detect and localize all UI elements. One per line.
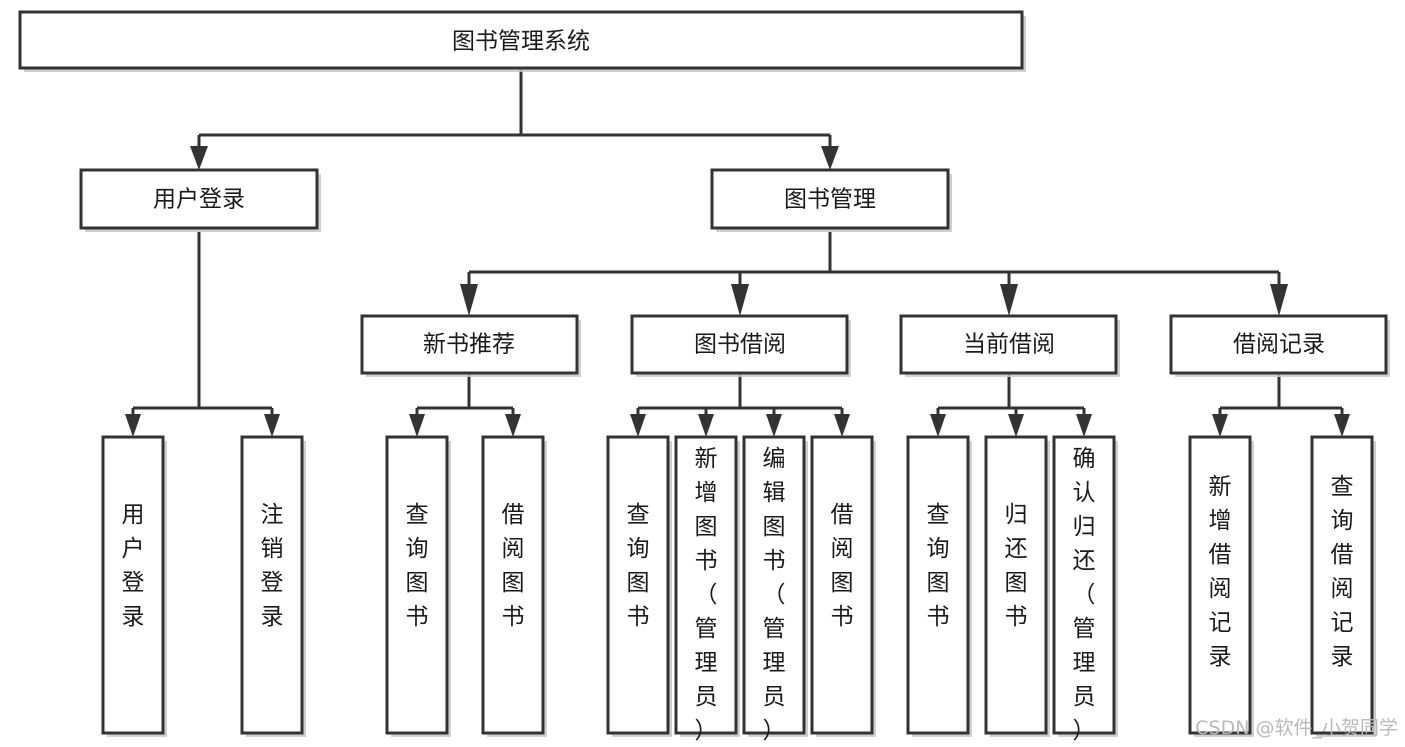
arrow-to-current [1000,284,1018,316]
arrow-to-bookmgmt [821,146,839,170]
node-leaf-query-record[interactable]: 查询借阅记录 [1310,435,1376,737]
node-leaf-confirm-return-box [1052,435,1116,735]
node-leaf-add-record-label: 新增借阅记录 [1209,474,1232,670]
node-leaf-query-record-label: 查询借阅记录 [1331,474,1354,670]
arrow-leaf-confirm-return [1076,414,1092,437]
node-leaf-user-login-box [101,435,165,735]
connectors [125,68,1350,437]
node-leaf-confirm-return[interactable]: 确认归还（管理员） [1052,435,1118,744]
arrow-leaf-user-logout [264,414,280,437]
node-record-box [1169,314,1388,375]
node-leaf-user-login[interactable]: 用户登录 [101,435,167,737]
node-leaf-user-logout-label: 注销登录 [261,502,284,630]
node-current-label: 当前借阅 [963,332,1055,358]
arrow-to-newbook [460,284,478,316]
arrow-leaf-user-login [125,414,141,437]
node-leaf-return-book-label: 归还图书 [1005,502,1028,630]
node-newbook-label: 新书推荐 [423,332,515,358]
node-leaf-edit-book[interactable]: 编辑图书（管理员） [742,435,808,744]
watermark-label: CSDN @软件_小贺同学 [1195,717,1398,739]
node-login-label: 用户登录 [153,187,245,213]
node-leaf-add-book-label: 新增图书（管理员） [695,446,718,744]
node-leaf-user-logout-box [240,435,304,735]
arrow-leaf-add-book [698,414,714,437]
node-leaf-add-book-box [674,435,738,735]
node-login[interactable]: 用户登录 [79,168,321,232]
node-leaf-query-book-1-box [385,435,449,735]
node-leaf-query-book-3-box [906,435,970,735]
node-login-box [79,168,319,230]
node-leaf-borrow-book-1-box [481,435,545,735]
arrow-leaf-query-book-2 [630,414,646,437]
node-root-box [18,10,1024,70]
node-borrow-label: 图书借阅 [694,332,786,358]
node-leaf-edit-book-label: 编辑图书（管理员） [763,446,786,744]
node-leaf-return-book[interactable]: 归还图书 [984,435,1050,737]
node-bookmgmt[interactable]: 图书管理 [710,168,952,232]
node-newbook[interactable]: 新书推荐 [360,314,581,377]
node-leaf-borrow-book-2[interactable]: 借阅图书 [810,435,876,737]
node-leaf-query-book-1[interactable]: 查询图书 [385,435,451,737]
node-leaf-query-book-3-label: 查询图书 [927,502,950,630]
node-record-label: 借阅记录 [1233,332,1325,358]
node-record[interactable]: 借阅记录 [1169,314,1390,377]
node-leaf-edit-book-box [742,435,806,735]
node-leaf-query-book-2-box [606,435,670,735]
node-leaf-add-record-box [1188,435,1252,735]
node-leaf-query-book-2[interactable]: 查询图书 [606,435,672,737]
arrow-leaf-return-book [1008,414,1024,437]
node-leaf-user-logout[interactable]: 注销登录 [240,435,306,737]
node-leaf-add-book[interactable]: 新增图书（管理员） [674,435,740,744]
node-leaf-confirm-return-label: 确认归还（管理员） [1073,446,1096,744]
node-current[interactable]: 当前借阅 [899,314,1120,377]
node-leaf-user-login-label: 用户登录 [122,502,145,630]
node-leaf-borrow-book-2-label: 借阅图书 [831,502,854,630]
node-borrow-box [630,314,849,375]
node-leaf-query-book-2-label: 查询图书 [627,502,650,630]
arrow-to-record [1270,284,1288,316]
node-newbook-box [360,314,579,375]
node-leaf-add-record[interactable]: 新增借阅记录 [1188,435,1254,737]
node-borrow[interactable]: 图书借阅 [630,314,851,377]
arrow-leaf-query-book-1 [409,414,425,437]
arrow-leaf-query-record [1334,414,1350,437]
node-bookmgmt-box [710,168,950,230]
arrow-leaf-borrow-book-2 [834,414,850,437]
node-root[interactable]: 图书管理系统 [18,10,1026,72]
node-current-box [899,314,1118,375]
arrow-to-login [190,146,208,170]
node-leaf-query-book-3[interactable]: 查询图书 [906,435,972,737]
node-leaf-query-record-box [1310,435,1374,735]
node-bookmgmt-label: 图书管理 [784,187,876,213]
node-leaf-return-book-box [984,435,1048,735]
arrow-leaf-add-record [1212,414,1228,437]
arrow-leaf-query-book-3 [930,414,946,437]
arrow-leaf-borrow-book-1 [505,414,521,437]
node-leaf-borrow-book-1[interactable]: 借阅图书 [481,435,547,737]
arrow-leaf-edit-book [766,414,782,437]
node-leaf-query-book-1-label: 查询图书 [406,502,429,630]
node-leaf-borrow-book-1-label: 借阅图书 [502,502,525,630]
node-root-label: 图书管理系统 [452,29,590,55]
arrow-to-borrow [731,284,749,316]
node-leaf-borrow-book-2-box [810,435,874,735]
